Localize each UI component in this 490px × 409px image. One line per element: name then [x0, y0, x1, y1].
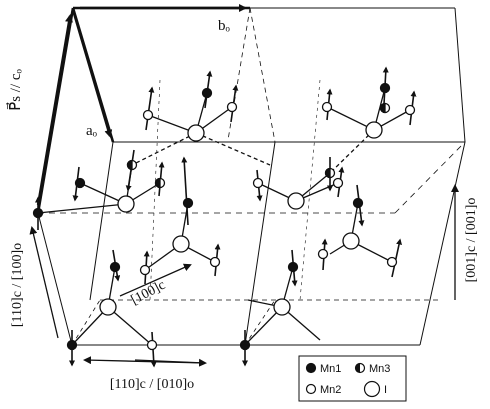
atom-i — [117, 195, 135, 213]
atom-mn2 — [386, 256, 398, 268]
a-axis-label: aₒ — [86, 123, 98, 139]
atom-mn2 — [252, 177, 264, 189]
atom-mn2 — [142, 109, 154, 121]
atom-mn2 — [332, 177, 344, 189]
atom-i — [99, 298, 117, 316]
atom-mn1 — [287, 261, 299, 273]
atom-mn1 — [379, 82, 391, 94]
atom-mn2 — [139, 264, 151, 276]
spin-arrow — [391, 238, 402, 278]
atom-i — [273, 298, 291, 316]
atom-mn3 — [126, 159, 138, 171]
b-axis-label: bₒ — [218, 18, 231, 34]
legend-mn2-label: Mn2 — [320, 384, 341, 396]
a-axis-arrow — [71, 9, 113, 138]
ps-direction-arrow — [36, 14, 73, 206]
legend-mn1-label: Mn1 — [320, 363, 341, 375]
atom-i — [172, 235, 190, 253]
spin-arrow — [145, 86, 155, 131]
legend-i-icon — [363, 380, 381, 398]
atom-i — [342, 232, 360, 250]
atom-mn2 — [209, 256, 221, 268]
axis-labels: P⃗s // cₒ bₒ aₒ [110]c / [100]o [001]c /… — [5, 18, 479, 392]
atom-mn3 — [379, 102, 391, 114]
spin-arrow — [181, 156, 189, 226]
ps-axis-label: P⃗s // cₒ — [5, 68, 24, 110]
atom-mn2 — [404, 104, 416, 116]
legend-mn1-icon — [305, 362, 317, 374]
atom-mn1 — [109, 261, 121, 273]
legend-i-label: I — [384, 384, 387, 396]
atom-mn3 — [324, 167, 336, 179]
atom-mn1 — [201, 87, 213, 99]
bottom-axis-label: [110]c / [010]o — [110, 377, 194, 392]
inner-direction-arrow — [119, 263, 192, 297]
atom-mn1 — [239, 339, 251, 351]
atom-mn1 — [74, 177, 86, 189]
legend-box — [298, 355, 407, 402]
atom-mn1 — [66, 339, 78, 351]
legend-mn2-icon — [305, 383, 317, 395]
atom-mn3 — [154, 177, 166, 189]
left-axis-label: [110]c / [100]o — [10, 243, 25, 327]
atom-mn2 — [317, 248, 329, 260]
unit-cell-frame — [36, 6, 466, 346]
atom-mn2 — [321, 101, 333, 113]
atom-i — [365, 121, 383, 139]
legend: Mn1 Mn3 Mn2 I — [298, 355, 407, 402]
atom-mn2 — [226, 101, 238, 113]
atom-i — [287, 192, 305, 210]
right-axis-label: [001]c / [001]o — [464, 198, 479, 283]
atom-mn1 — [32, 207, 44, 219]
atoms — [32, 82, 416, 351]
atom-i — [187, 124, 205, 142]
axis-arrows — [29, 4, 459, 367]
atom-mn2 — [146, 339, 158, 351]
legend-mn3-icon — [354, 362, 366, 374]
legend-mn3-label: Mn3 — [369, 363, 390, 375]
bottom-direction-arrow-right — [134, 358, 207, 367]
left-direction-arrow — [29, 226, 59, 339]
atom-mn1 — [352, 197, 364, 209]
inner-axis-label: [100]c — [129, 278, 168, 308]
atom-mn1 — [182, 197, 194, 209]
